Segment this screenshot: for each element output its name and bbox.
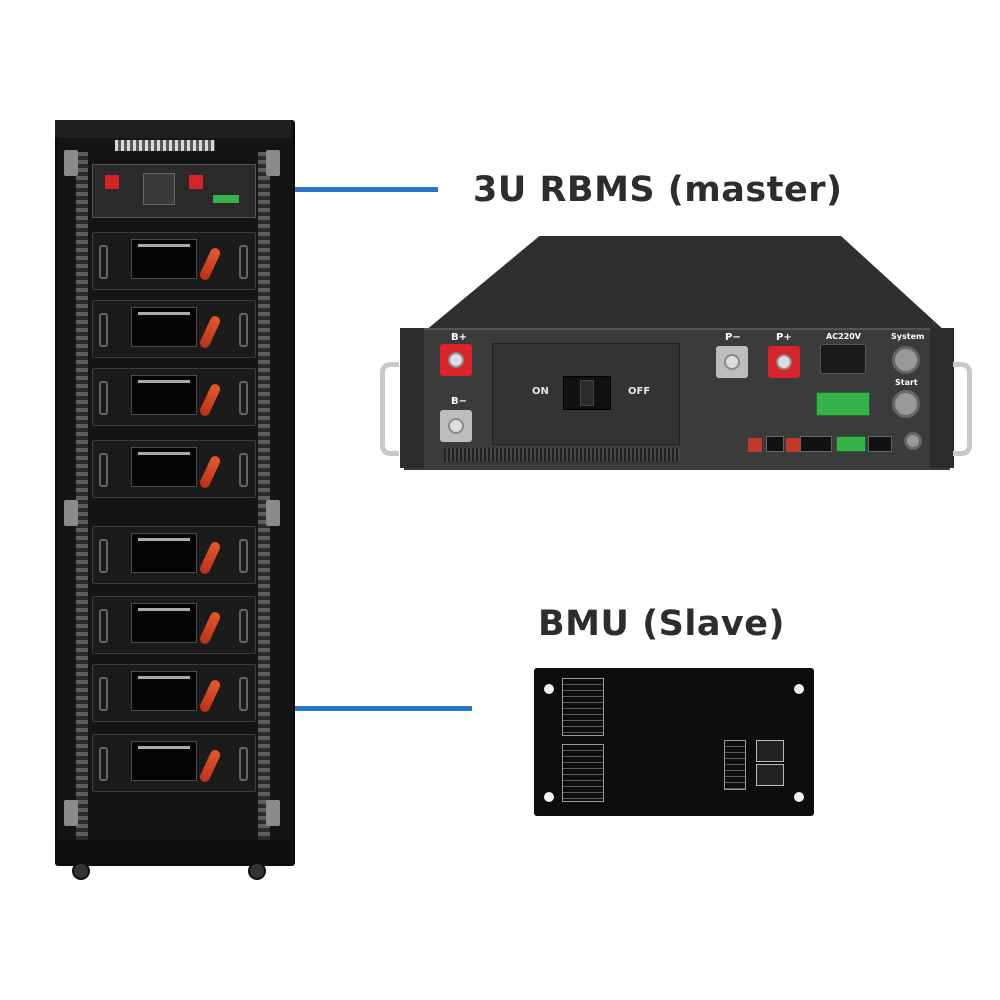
- p-minus-terminal: [716, 346, 748, 378]
- hinge: [64, 500, 78, 526]
- mount-hole: [544, 792, 554, 802]
- battery-module: [92, 232, 256, 290]
- rack-handle-left: [380, 362, 399, 456]
- can-connector[interactable]: [836, 436, 866, 452]
- p-minus-label: P−: [725, 332, 741, 343]
- battery-module: [92, 526, 256, 584]
- hinge: [266, 150, 280, 176]
- bmu-slave-label: BMU (Slave): [538, 604, 785, 644]
- hinge: [64, 800, 78, 826]
- mini-terminal: [105, 175, 119, 189]
- dip-switch[interactable]: [748, 438, 762, 452]
- hinge: [266, 800, 280, 826]
- start-button[interactable]: [892, 390, 920, 418]
- b-plus-label: B+: [451, 332, 468, 343]
- breaker-lever[interactable]: [580, 380, 594, 406]
- cabinet-rail-left: [76, 152, 88, 842]
- mini-terminal: [189, 175, 203, 189]
- hinge: [64, 150, 78, 176]
- p-plus-label: P+: [776, 332, 792, 343]
- cabinet-top: [55, 120, 291, 138]
- cabinet-wheel: [248, 862, 266, 880]
- cabinet-rail-right: [258, 152, 270, 842]
- battery-module: [92, 734, 256, 792]
- b-plus-terminal: [440, 344, 472, 376]
- system-indicator-button[interactable]: [892, 346, 920, 374]
- rbms-chassis-top: [425, 236, 945, 331]
- rack-ear-right: [930, 328, 954, 468]
- ac-power-socket[interactable]: [820, 344, 866, 374]
- switch-on-label: ON: [532, 386, 549, 397]
- bmu-out-port[interactable]: [868, 436, 892, 452]
- mount-hole: [544, 684, 554, 694]
- battery-module: [92, 596, 256, 654]
- start-label: Start: [895, 378, 918, 387]
- bmu-connector[interactable]: [756, 740, 784, 762]
- hinge: [266, 500, 280, 526]
- b-minus-terminal: [440, 410, 472, 442]
- battery-module: [92, 300, 256, 358]
- pin-table: [724, 740, 746, 790]
- rack-ear-left: [400, 328, 424, 468]
- cabinet-vent: [115, 140, 215, 151]
- pin-table: [562, 678, 604, 736]
- battery-module: [92, 440, 256, 498]
- system-label: System: [891, 332, 925, 341]
- bmu-slave-board: [534, 668, 814, 816]
- cabinet-master-unit: [92, 164, 256, 218]
- battery-module: [92, 664, 256, 722]
- ac-input-label: AC220V: [826, 332, 861, 341]
- rack-handle-right: [953, 362, 972, 456]
- mount-hole: [794, 684, 804, 694]
- vent-grill: [444, 448, 680, 462]
- com-port[interactable]: [800, 436, 832, 452]
- cabinet-base: [55, 840, 291, 864]
- dry-contact-connector[interactable]: [816, 392, 870, 416]
- pin-table: [562, 744, 604, 802]
- mini-connector: [213, 195, 239, 203]
- b-minus-label: B−: [451, 396, 468, 407]
- bmu-connector[interactable]: [756, 764, 784, 786]
- cabinet-wheel: [72, 862, 90, 880]
- p-plus-terminal: [768, 346, 800, 378]
- ethernet-port[interactable]: [766, 436, 784, 452]
- battery-module: [92, 368, 256, 426]
- rbms-leader-line: [228, 187, 438, 192]
- mini-switch-panel: [143, 173, 175, 205]
- bmu-leader-line: [198, 706, 472, 711]
- rbms-master-label: 3U RBMS (master): [473, 170, 843, 210]
- ground-screw-icon: [904, 432, 922, 450]
- switch-off-label: OFF: [628, 386, 651, 397]
- mount-hole: [794, 792, 804, 802]
- dip-switch[interactable]: [786, 438, 800, 452]
